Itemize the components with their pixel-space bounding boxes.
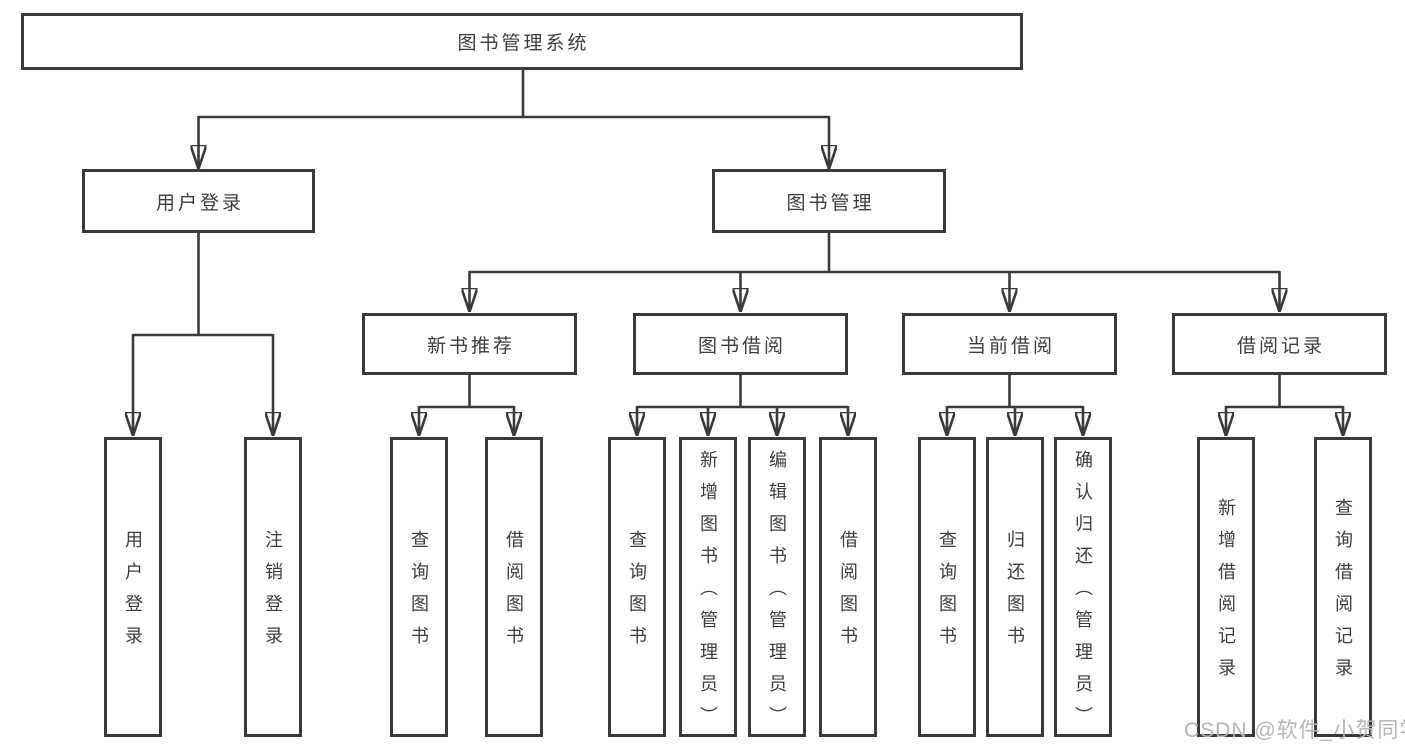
leaf-add-books-admin: 新增图书（管理员） [679, 437, 737, 738]
node-new-book-recommendation: 新书推荐 [362, 313, 577, 375]
leaf-logout: 注销登录 [244, 437, 302, 737]
node-current-borrowing: 当前借阅 [902, 313, 1117, 375]
leaf-label: 新增借阅记录 [1216, 498, 1236, 690]
node-label: 图书管理 [786, 192, 875, 214]
leaf-label: 查询图书 [627, 530, 647, 658]
leaf-borrow-books: 借阅图书 [485, 437, 543, 737]
leaf-label: 借阅图书 [838, 530, 858, 658]
node-label: 用户登录 [155, 192, 244, 214]
leaf-add-borrow-record: 新增借阅记录 [1197, 437, 1255, 737]
node-book-borrowing: 图书借阅 [633, 313, 848, 375]
node-label: 当前借阅 [966, 335, 1055, 357]
node-label: 图书管理系统 [457, 33, 590, 54]
leaf-label: 注销登录 [263, 530, 283, 658]
node-book-management: 图书管理 [712, 169, 946, 233]
node-borrowing-records: 借阅记录 [1172, 313, 1387, 375]
leaf-label: 用户登录 [123, 530, 143, 658]
leaf-query-books: 查询图书 [608, 437, 666, 737]
leaf-label: 归还图书 [1005, 530, 1025, 658]
leaf-label: 确认归还（管理员） [1073, 450, 1093, 738]
node-user-login: 用户登录 [82, 169, 315, 233]
leaf-user-login: 用户登录 [104, 437, 162, 737]
leaf-borrow-books: 借阅图书 [819, 437, 877, 737]
node-library-management-system: 图书管理系统 [21, 13, 1023, 70]
leaf-query-books: 查询图书 [918, 437, 976, 737]
leaf-label: 查询图书 [409, 530, 429, 658]
leaf-query-borrow-record: 查询借阅记录 [1314, 437, 1372, 737]
leaf-label: 查询借阅记录 [1333, 498, 1353, 690]
node-label: 借阅记录 [1236, 335, 1325, 357]
leaf-return-books: 归还图书 [986, 437, 1044, 737]
leaf-label: 编辑图书（管理员） [767, 450, 787, 738]
node-label: 新书推荐 [426, 335, 515, 357]
leaf-edit-books-admin: 编辑图书（管理员） [748, 437, 806, 738]
csdn-watermark: CSDN @软件_小贺同学 [1184, 719, 1405, 742]
leaf-label: 新增图书（管理员） [698, 450, 718, 738]
leaf-confirm-return-admin: 确认归还（管理员） [1054, 437, 1112, 738]
leaf-label: 查询图书 [937, 530, 957, 658]
leaf-query-books: 查询图书 [390, 437, 448, 737]
leaf-label: 借阅图书 [504, 530, 524, 658]
node-label: 图书借阅 [697, 335, 786, 357]
